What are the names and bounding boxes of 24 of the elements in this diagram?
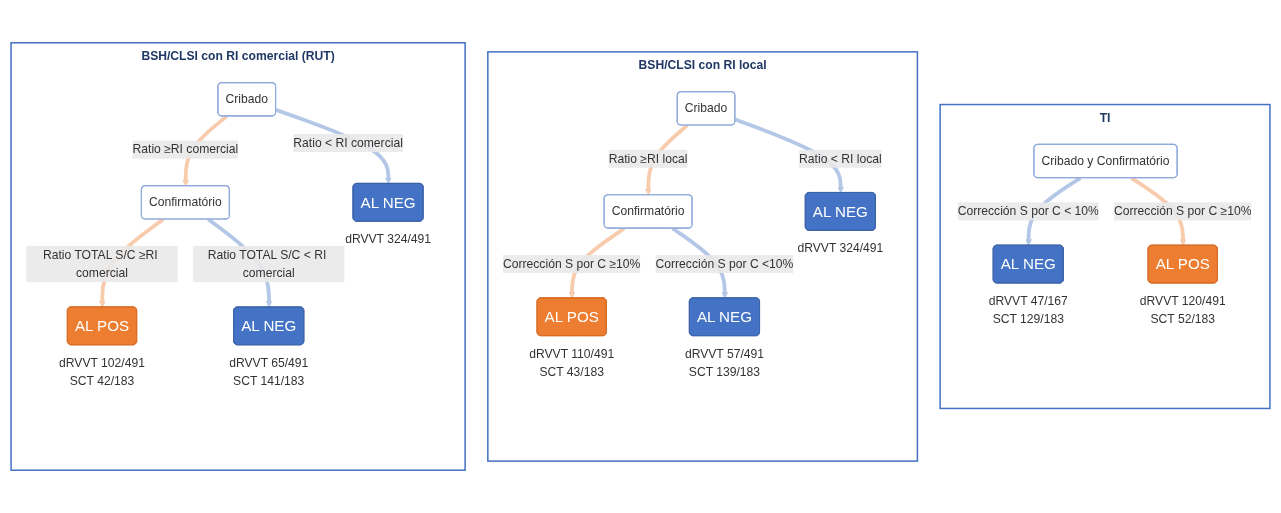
node-label: SCT 141/183 [233,374,305,388]
edge-label: Ratio ≥RI comercial [132,142,239,156]
edge-label: Ratio < RI comercial [293,136,403,150]
edge-label: Ratio TOTAL S/C ≥RI comercial [42,248,158,280]
node-label: SCT 52/183 [1150,312,1215,326]
node-label: dRVVT 110/491 [529,347,615,360]
edge-label: Ratio < RI local [799,151,882,165]
edge-label: Corrección S por C ≥10% [502,257,641,271]
node-label: dRVVT 120/491 [1139,294,1226,308]
node-label: SCT 139/183 [688,365,761,379]
edge-label: Corrección S por C <10% [655,257,794,271]
edge-label: Ratio ≥RI local [608,151,688,165]
node-label: dRVVT 47/167 [988,294,1068,308]
edge-label: Ratio TOTAL S/C < RI comercial [207,248,327,280]
node-label: dRVVT 102/491 [59,356,145,370]
node-label: SCT 42/183 [69,374,135,388]
node-label: SCT 129/183 [992,312,1064,326]
node-label: SCT 43/183 [539,365,604,379]
edge-label: Corrección S por C < 10% [957,204,1099,218]
node-label: dRVVT 324/491 [345,232,431,246]
node-label: dRVVT 324/491 [797,241,884,255]
edge-label: Corrección S por C ≥10% [1114,204,1252,218]
node-label: dRVVT 65/491 [229,356,309,370]
node-label: dRVVT 57/491 [684,347,765,360]
